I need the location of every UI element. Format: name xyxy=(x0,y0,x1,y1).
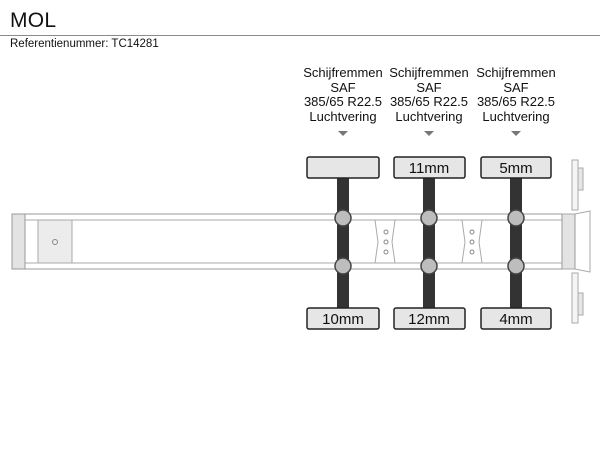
axle-2-right-tyre xyxy=(393,307,466,330)
axle-2-suspension: Luchtvering xyxy=(395,108,463,124)
axle-1 xyxy=(306,156,380,330)
title-divider xyxy=(0,35,600,36)
axle-2-right-tread: 12mm xyxy=(408,311,450,328)
axle-3-spec-label: Schijfremmen SAF 385/65 R22.5 Luchtverin… xyxy=(473,65,559,124)
axle-3-left-tread: 5mm xyxy=(499,160,532,177)
axle-3-right-tread: 4mm xyxy=(499,311,532,328)
trailer-chassis xyxy=(11,159,591,324)
axle-1-brake: Schijfremmen xyxy=(303,65,383,80)
axle-1-suspension: Luchtvering xyxy=(309,108,377,124)
axle-2-spec-label: Schijfremmen SAF 385/65 R22.5 Luchtverin… xyxy=(386,65,472,124)
axle-3-right-tyre xyxy=(480,307,552,330)
axle-3-brand: SAF xyxy=(503,79,529,95)
suspension-bracket xyxy=(461,219,483,264)
axle-2-brake: Schijfremmen xyxy=(389,65,469,80)
axle-3 xyxy=(480,156,552,330)
axle-2 xyxy=(393,156,466,330)
axle-2-brand: SAF xyxy=(416,79,442,95)
axle-2-left-tyre xyxy=(393,156,466,179)
axle-1-left-tyre xyxy=(306,156,380,179)
axle-3-arrow-icon xyxy=(511,131,521,136)
page-title: MOL xyxy=(10,9,57,32)
axle-1-tyre: 385/65 R22.5 xyxy=(303,94,383,109)
axle-3-left-tyre xyxy=(480,156,552,179)
axle-1-spec-label: Schijfremmen SAF 385/65 R22.5 Luchtverin… xyxy=(300,65,386,124)
axle-2-left-tread: 11mm xyxy=(409,160,450,177)
axle-1-right-tyre xyxy=(306,307,380,330)
axle-3-brake: Schijfremmen xyxy=(476,65,556,80)
reference-number: Referentienummer: TC14281 xyxy=(10,38,159,50)
axle-2-arrow-icon xyxy=(424,131,434,136)
axle-3-suspension: Luchtvering xyxy=(482,108,550,124)
axle-1-brand: SAF xyxy=(330,79,356,95)
axle-1-right-tread: 10mm xyxy=(322,311,364,328)
suspension-bracket xyxy=(374,219,396,264)
axle-3-tyre: 385/65 R22.5 xyxy=(476,94,556,109)
axle-2-tyre: 385/65 R22.5 xyxy=(389,94,469,109)
axle-1-arrow-icon xyxy=(338,131,348,136)
